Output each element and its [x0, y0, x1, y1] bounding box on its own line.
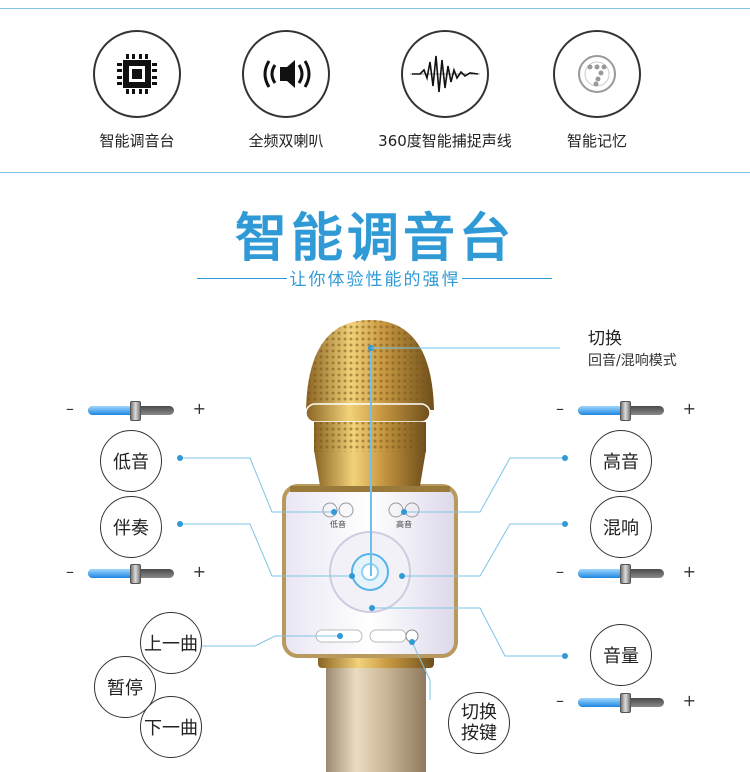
switch-mode-title: 切换	[588, 329, 622, 349]
next-track-bubble: 下一曲	[140, 696, 202, 758]
plus-icon: +	[682, 562, 696, 581]
plus-icon: +	[682, 691, 696, 710]
minus-icon: –	[66, 562, 74, 581]
accompaniment-bubble: 伴奏	[100, 496, 162, 558]
volume-bubble: 音量	[590, 624, 652, 686]
plus-icon: +	[192, 562, 206, 581]
feature-label: 智能调音台	[99, 132, 175, 150]
volume-slider[interactable]: – +	[556, 691, 696, 713]
slider-knob[interactable]	[620, 693, 631, 713]
feature-smart-memory: 智能记忆	[522, 30, 672, 151]
slider-fill	[578, 698, 625, 707]
minus-icon: –	[66, 399, 74, 418]
treble-bubble: 高音	[590, 430, 652, 492]
switch-mode-desc: 回音/混响模式	[588, 353, 677, 369]
slider-fill	[578, 406, 625, 415]
bass-slider[interactable]: – +	[66, 399, 206, 421]
slider-fill	[88, 406, 135, 415]
plus-icon: +	[192, 399, 206, 418]
page-subtitle: 让你体验性能的强悍	[289, 270, 461, 290]
minus-icon: –	[556, 562, 564, 581]
slider-fill	[88, 569, 135, 578]
feature-label: 360度智能捕捉声线	[378, 132, 512, 150]
treble-slider[interactable]: – +	[556, 399, 696, 421]
switch-key-bubble: 切换 按键	[448, 692, 510, 754]
plus-icon: +	[682, 399, 696, 418]
waveform-icon	[401, 30, 489, 118]
minus-icon: –	[556, 691, 564, 710]
reverb-slider[interactable]: – +	[556, 562, 696, 584]
feature-smart-mixer: 智能调音台	[62, 30, 212, 151]
microphone-illustration	[177, 320, 568, 772]
mic-panel-bass-label: 低音	[330, 520, 346, 529]
slider-fill	[578, 569, 625, 578]
mic-panel-treble-label: 高音	[396, 520, 412, 529]
bass-bubble: 低音	[100, 430, 162, 492]
switch-key-line2: 按键	[461, 723, 497, 744]
page-title: 智能调音台	[234, 209, 515, 269]
subtitle-line-right	[462, 278, 552, 279]
prev-track-bubble: 上一曲	[140, 612, 202, 674]
reverb-bubble: 混响	[590, 496, 652, 558]
memory-icon	[553, 30, 641, 118]
slider-knob[interactable]	[620, 401, 631, 421]
switch-key-line1: 切换	[461, 702, 497, 723]
subtitle-line-left	[197, 278, 287, 279]
feature-label: 智能记忆	[566, 132, 627, 150]
accompaniment-slider[interactable]: – +	[66, 562, 206, 584]
chip-icon	[93, 30, 181, 118]
speaker-icon	[242, 30, 330, 118]
feature-label: 全频双喇叭	[248, 132, 324, 150]
slider-knob[interactable]	[130, 564, 141, 584]
slider-knob[interactable]	[620, 564, 631, 584]
minus-icon: –	[556, 399, 564, 418]
feature-dual-speaker: 全频双喇叭	[211, 30, 361, 151]
feature-voice-capture: 360度智能捕捉声线	[370, 30, 520, 151]
switch-mode-callout: 切换 回音/混响模式	[588, 328, 677, 372]
top-divider	[0, 8, 750, 9]
slider-knob[interactable]	[130, 401, 141, 421]
features-divider	[0, 172, 750, 173]
